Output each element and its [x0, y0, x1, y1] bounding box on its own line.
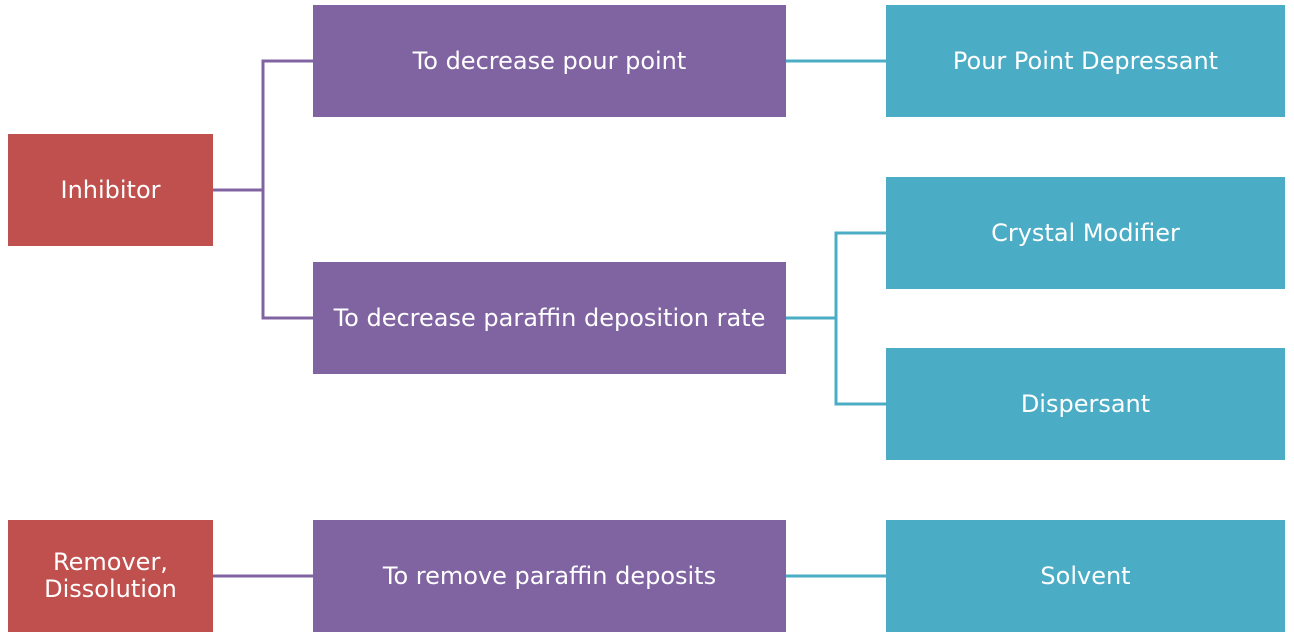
product-label-dispersant: Dispersant [1020, 389, 1151, 418]
connector-inhibitor-paraffin [261, 190, 313, 320]
product-label-crystal-modifier: Crystal Modifier [991, 218, 1180, 247]
purpose-box-remove-deposits: To remove paraffin deposits [313, 520, 786, 632]
connector-inhibitor-pour [213, 59, 313, 192]
category-label-inhibitor: Inhibitor [60, 175, 161, 204]
purpose-box-paraffin-deposition: To decrease paraffin deposition rate [313, 262, 786, 374]
purpose-label-pour-point: To decrease pour point [412, 46, 687, 75]
product-label-solvent: Solvent [1040, 561, 1131, 590]
purpose-label-remove-deposits: To remove paraffin deposits [382, 561, 717, 590]
product-box-solvent: Solvent [886, 520, 1285, 632]
connector-paraffin-crystal [786, 231, 886, 320]
category-label-remover: Remover, Dissolution [44, 548, 177, 603]
purpose-box-pour-point: To decrease pour point [313, 5, 786, 117]
product-label-pour-point-depressant: Pour Point Depressant [952, 46, 1219, 75]
connector-paraffin-dispersant [834, 318, 886, 406]
product-box-crystal-modifier: Crystal Modifier [886, 177, 1285, 289]
category-box-inhibitor: Inhibitor [8, 134, 213, 246]
purpose-label-paraffin-deposition: To decrease paraffin deposition rate [333, 303, 766, 332]
product-box-pour-point-depressant: Pour Point Depressant [886, 5, 1285, 117]
category-box-remover: Remover, Dissolution [8, 520, 213, 632]
product-box-dispersant: Dispersant [886, 348, 1285, 460]
